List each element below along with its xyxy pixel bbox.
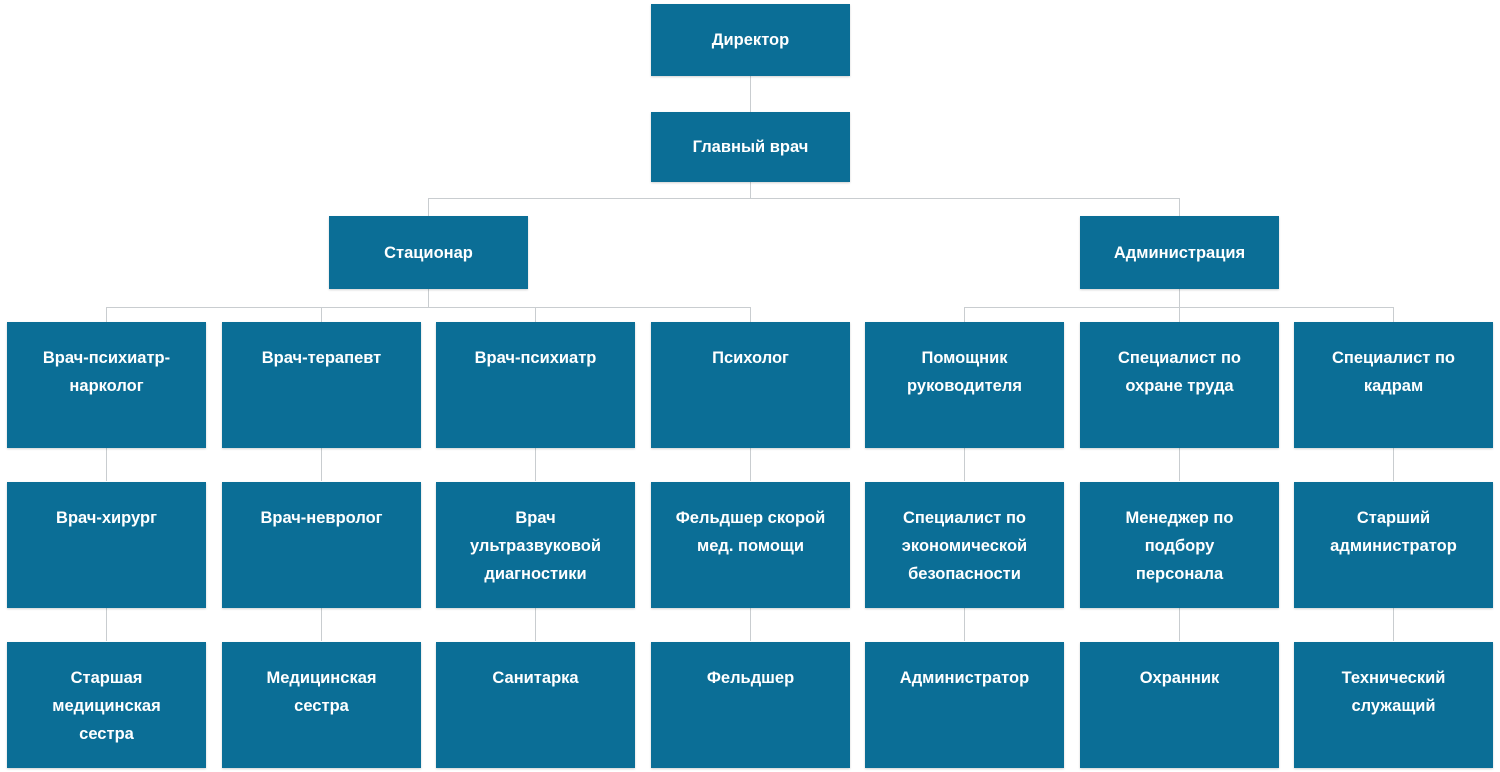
node-security-guard[interactable]: Охранник bbox=[1080, 642, 1279, 768]
node-inpatient[interactable]: Стационар bbox=[329, 216, 528, 289]
connector-col5-row1-row2 bbox=[964, 448, 965, 481]
connector-col2-row2-row3 bbox=[321, 608, 322, 641]
connector-inpatient-to-col2 bbox=[321, 307, 322, 322]
connector-col1-row2-row3 bbox=[106, 608, 107, 641]
connector-inpatient-to-col1 bbox=[106, 307, 107, 322]
node-economic-security-specialist[interactable]: Специалист по экономической безопасности bbox=[865, 482, 1064, 608]
node-label: Фельдшер скорой мед. помощи bbox=[675, 509, 826, 555]
node-label: Помощник руководителя bbox=[907, 349, 1022, 395]
node-therapist[interactable]: Врач-терапевт bbox=[222, 322, 421, 448]
node-label: Медицинская сестра bbox=[266, 669, 377, 715]
connector-administration-to-col7 bbox=[1393, 307, 1394, 322]
node-label: Специалист по охране труда bbox=[1117, 349, 1242, 395]
node-label: Менеджер по подбору персонала bbox=[1125, 509, 1234, 583]
node-label: Санитарка bbox=[492, 669, 579, 687]
connector-inpatient-to-col4 bbox=[750, 307, 751, 322]
node-labour-safety-specialist[interactable]: Специалист по охране труда bbox=[1080, 322, 1279, 448]
node-label: Стационар bbox=[384, 243, 473, 262]
node-label: Специалист по кадрам bbox=[1331, 349, 1456, 395]
node-nurse[interactable]: Медицинская сестра bbox=[222, 642, 421, 768]
node-neurologist[interactable]: Врач-невролог bbox=[222, 482, 421, 608]
node-paramedic[interactable]: Фельдшер bbox=[651, 642, 850, 768]
node-label: Врач ультразвуковой диагностики bbox=[469, 509, 602, 583]
node-label: Врач-хирург bbox=[56, 509, 157, 527]
node-hr-specialist[interactable]: Специалист по кадрам bbox=[1294, 322, 1493, 448]
connector-col3-row2-row3 bbox=[535, 608, 536, 641]
node-surgeon[interactable]: Врач-хирург bbox=[7, 482, 206, 608]
connector-col4-row1-row2 bbox=[750, 448, 751, 481]
node-director[interactable]: Директор bbox=[651, 4, 850, 76]
node-administration[interactable]: Администрация bbox=[1080, 216, 1279, 289]
node-chief-doctor[interactable]: Главный врач bbox=[651, 112, 850, 182]
node-label: Директор bbox=[711, 31, 790, 49]
node-label: Врач-терапевт bbox=[261, 349, 382, 367]
connector-administration-to-col6 bbox=[1179, 307, 1180, 322]
node-psychiatrist-narcologist[interactable]: Врач-психиатр- нарколог bbox=[7, 322, 206, 448]
node-label: Охранник bbox=[1139, 669, 1220, 687]
node-label: Администрация bbox=[1113, 243, 1246, 262]
node-label: Психолог bbox=[712, 349, 789, 367]
connector-col6-row1-row2 bbox=[1179, 448, 1180, 481]
node-label: Врач-невролог bbox=[260, 509, 383, 527]
node-label: Главный врач bbox=[692, 138, 809, 156]
connector-bus-to-inpatient bbox=[428, 198, 429, 216]
node-technical-staff[interactable]: Технический служащий bbox=[1294, 642, 1493, 768]
connector-col5-row2-row3 bbox=[964, 608, 965, 641]
node-recruitment-manager[interactable]: Менеджер по подбору персонала bbox=[1080, 482, 1279, 608]
connector-inpatient-to-col3 bbox=[535, 307, 536, 322]
node-label: Специалист по экономической безопасности bbox=[901, 509, 1028, 583]
connector-administration-drop bbox=[1179, 289, 1180, 307]
node-label: Фельдшер bbox=[706, 669, 795, 687]
node-label: Старший администратор bbox=[1330, 509, 1457, 555]
node-psychologist[interactable]: Психолог bbox=[651, 322, 850, 448]
node-ambulance-paramedic[interactable]: Фельдшер скорой мед. помощи bbox=[651, 482, 850, 608]
node-psychiatrist[interactable]: Врач-психиатр bbox=[436, 322, 635, 448]
node-label: Старшая медицинская сестра bbox=[52, 669, 161, 743]
node-label: Администратор bbox=[899, 669, 1030, 687]
node-label: Врач-психиатр bbox=[474, 349, 597, 367]
connector-bus-to-administration bbox=[1179, 198, 1180, 216]
node-assistant-manager[interactable]: Помощник руководителя bbox=[865, 322, 1064, 448]
connector-col6-row2-row3 bbox=[1179, 608, 1180, 641]
connector-administration-to-col5 bbox=[964, 307, 965, 322]
connector-inpatient-bus bbox=[106, 307, 751, 308]
connector-director-to-chief bbox=[750, 76, 751, 112]
connector-level3-bus bbox=[428, 198, 1180, 199]
node-senior-administrator[interactable]: Старший администратор bbox=[1294, 482, 1493, 608]
node-label: Технический служащий bbox=[1341, 669, 1446, 715]
connector-col2-row1-row2 bbox=[321, 448, 322, 481]
node-administrator[interactable]: Администратор bbox=[865, 642, 1064, 768]
node-head-nurse[interactable]: Старшая медицинская сестра bbox=[7, 642, 206, 768]
connector-inpatient-drop bbox=[428, 289, 429, 307]
connector-col4-row2-row3 bbox=[750, 608, 751, 641]
node-orderly[interactable]: Санитарка bbox=[436, 642, 635, 768]
connector-col7-row2-row3 bbox=[1393, 608, 1394, 641]
node-ultrasound-doctor[interactable]: Врач ультразвуковой диагностики bbox=[436, 482, 635, 608]
node-label: Врач-психиатр- нарколог bbox=[42, 349, 171, 395]
connector-col3-row1-row2 bbox=[535, 448, 536, 481]
connector-col7-row1-row2 bbox=[1393, 448, 1394, 481]
connector-col1-row1-row2 bbox=[106, 448, 107, 481]
connector-chief-drop bbox=[750, 182, 751, 199]
